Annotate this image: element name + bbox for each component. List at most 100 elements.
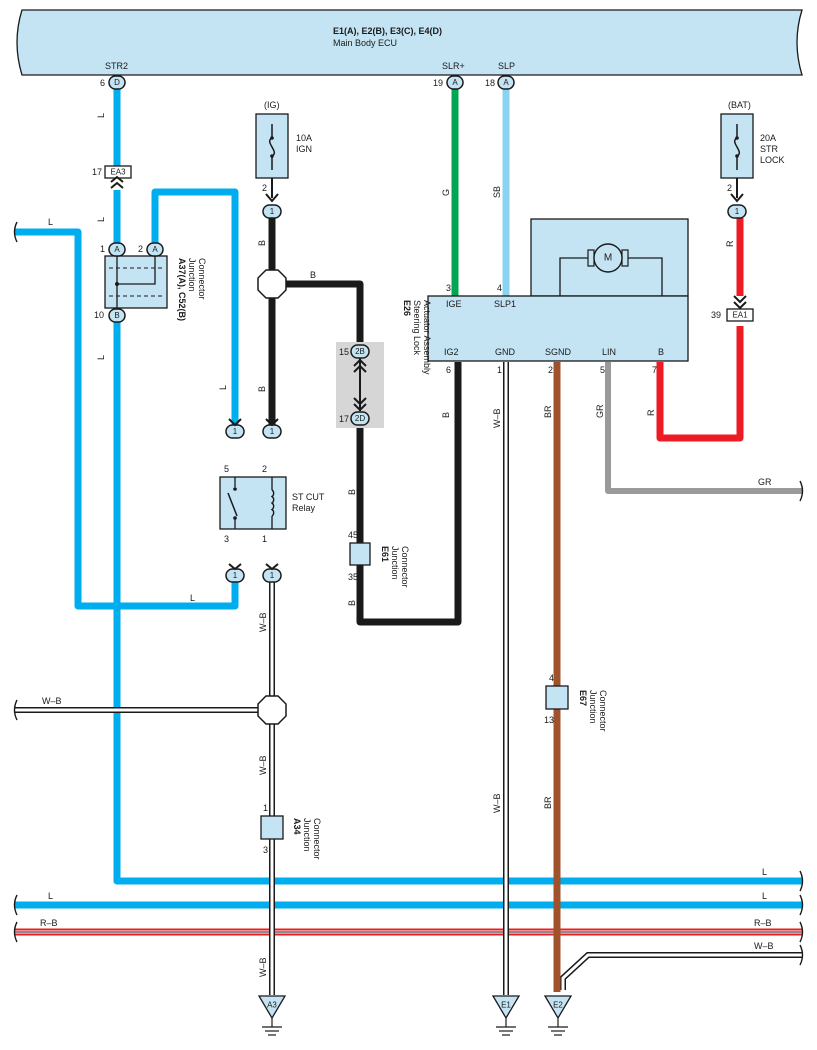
svg-text:4: 4 bbox=[549, 673, 554, 683]
junction-connector-a34: 1 3 A34 Junction Connector bbox=[260, 803, 322, 860]
svg-text:A: A bbox=[503, 78, 509, 87]
svg-text:1: 1 bbox=[270, 571, 275, 580]
ecu-term-slp: SLP bbox=[498, 61, 515, 71]
svg-text:G: G bbox=[441, 189, 451, 196]
svg-text:B: B bbox=[347, 600, 357, 606]
svg-text:3: 3 bbox=[224, 534, 229, 544]
junction-connector-e61: 45 35 E61 Junction Connector bbox=[348, 530, 410, 588]
svg-text:W–B: W–B bbox=[258, 755, 268, 775]
svg-text:W–B: W–B bbox=[492, 408, 502, 428]
svg-text:L: L bbox=[762, 891, 767, 901]
svg-text:5: 5 bbox=[224, 464, 229, 474]
fuse-str-lock: (BAT) 20A STR LOCK 2 bbox=[720, 100, 785, 203]
svg-text:17: 17 bbox=[92, 167, 102, 177]
break-marks bbox=[13, 221, 804, 966]
svg-text:10: 10 bbox=[94, 310, 104, 320]
svg-text:45: 45 bbox=[348, 530, 358, 540]
svg-text:W–B: W–B bbox=[42, 696, 62, 706]
svg-text:A34: A34 bbox=[292, 818, 302, 835]
svg-text:(BAT): (BAT) bbox=[728, 100, 751, 110]
svg-text:GND: GND bbox=[495, 347, 516, 357]
svg-text:R–B: R–B bbox=[754, 918, 772, 928]
svg-text:10A: 10A bbox=[296, 133, 312, 143]
pin-ecu-slp: A 18 bbox=[485, 75, 515, 90]
wire-l-blue bbox=[14, 89, 802, 909]
svg-text:B: B bbox=[658, 347, 664, 357]
splice-w-b bbox=[257, 695, 287, 725]
pin-ecu-str2: D 6 bbox=[100, 75, 126, 90]
svg-text:B: B bbox=[310, 270, 316, 280]
ground-a3: A3 bbox=[257, 995, 287, 1036]
svg-text:Junction: Junction bbox=[390, 546, 400, 580]
svg-text:L: L bbox=[96, 355, 106, 360]
fuse-ign: (IG) 10A IGN 2 bbox=[255, 100, 312, 203]
pin-arrows bbox=[228, 418, 279, 571]
connector-ea3: EA3 17 bbox=[92, 165, 132, 189]
wire-w-b bbox=[14, 362, 802, 995]
svg-text:Connector: Connector bbox=[312, 818, 322, 860]
svg-text:2B: 2B bbox=[355, 347, 365, 356]
svg-text:IGE: IGE bbox=[446, 299, 462, 309]
svg-text:W–B: W–B bbox=[492, 793, 502, 813]
svg-text:L: L bbox=[48, 891, 53, 901]
svg-text:Actuator Assembly: Actuator Assembly bbox=[422, 300, 432, 375]
wire-gr-gray bbox=[605, 362, 802, 494]
svg-text:D: D bbox=[114, 78, 120, 87]
svg-text:L: L bbox=[190, 593, 195, 603]
svg-text:7: 7 bbox=[652, 365, 657, 375]
svg-text:W–B: W–B bbox=[754, 941, 774, 951]
svg-text:GR: GR bbox=[595, 404, 605, 418]
svg-text:E67: E67 bbox=[578, 690, 588, 706]
svg-text:15: 15 bbox=[339, 347, 349, 357]
svg-text:Junction: Junction bbox=[588, 690, 598, 724]
svg-text:B: B bbox=[347, 489, 357, 495]
svg-text:Junction: Junction bbox=[302, 818, 312, 852]
svg-text:W–B: W–B bbox=[258, 957, 268, 977]
svg-text:2: 2 bbox=[548, 365, 553, 375]
connector-2b-2d: 2B 15 2D 17 bbox=[336, 342, 384, 428]
pin-l-lower: 1 bbox=[225, 568, 245, 583]
svg-text:SB: SB bbox=[492, 186, 502, 198]
svg-text:A: A bbox=[152, 245, 158, 254]
svg-text:4: 4 bbox=[497, 283, 502, 293]
junction-connector-e67: 4 13 E67 Junction Connector bbox=[544, 673, 608, 732]
svg-text:E26: E26 bbox=[402, 300, 412, 316]
svg-text:18: 18 bbox=[485, 78, 495, 88]
svg-text:3: 3 bbox=[446, 283, 451, 293]
main-body-ecu: E1(A), E2(B), E3(C), E4(D) Main Body ECU… bbox=[16, 9, 803, 76]
svg-text:A37(A), C52(B): A37(A), C52(B) bbox=[177, 258, 187, 321]
svg-text:LOCK: LOCK bbox=[760, 155, 785, 165]
svg-text:IG2: IG2 bbox=[444, 347, 459, 357]
svg-text:B: B bbox=[114, 311, 119, 320]
svg-text:1: 1 bbox=[263, 803, 268, 813]
svg-text:EA1: EA1 bbox=[732, 311, 748, 320]
wire-labels: L L L L L L L L L B B B B B B G SB R R W… bbox=[40, 113, 774, 977]
svg-text:B: B bbox=[257, 386, 267, 392]
wire-b-black bbox=[268, 218, 462, 626]
svg-text:W–B: W–B bbox=[258, 612, 268, 632]
svg-text:IGN: IGN bbox=[296, 144, 312, 154]
svg-text:STR: STR bbox=[760, 144, 779, 154]
svg-text:Relay: Relay bbox=[292, 503, 316, 513]
svg-text:L: L bbox=[96, 217, 106, 222]
ground-e1: E1 bbox=[491, 995, 521, 1036]
svg-text:L: L bbox=[218, 385, 228, 390]
svg-text:Connector: Connector bbox=[197, 258, 207, 300]
svg-text:20A: 20A bbox=[760, 133, 776, 143]
svg-text:5: 5 bbox=[600, 365, 605, 375]
pin-wb-lower: 1 bbox=[262, 568, 282, 583]
ecu-term-str2: STR2 bbox=[105, 61, 128, 71]
svg-text:GR: GR bbox=[758, 477, 772, 487]
svg-text:R–B: R–B bbox=[40, 918, 58, 928]
svg-text:6: 6 bbox=[446, 365, 451, 375]
svg-text:1: 1 bbox=[497, 365, 502, 375]
st-cut-relay: 5 2 3 1 ST CUT Relay bbox=[219, 464, 325, 544]
ecu-term-slr: SLR+ bbox=[442, 61, 465, 71]
pin-ecu-slr: A 19 bbox=[433, 75, 464, 90]
svg-text:BR: BR bbox=[543, 796, 553, 809]
pin-ign-1: 1 bbox=[262, 204, 282, 219]
svg-text:2: 2 bbox=[262, 464, 267, 474]
pin-b-upper: 1 bbox=[262, 424, 282, 439]
svg-text:A: A bbox=[452, 78, 458, 87]
